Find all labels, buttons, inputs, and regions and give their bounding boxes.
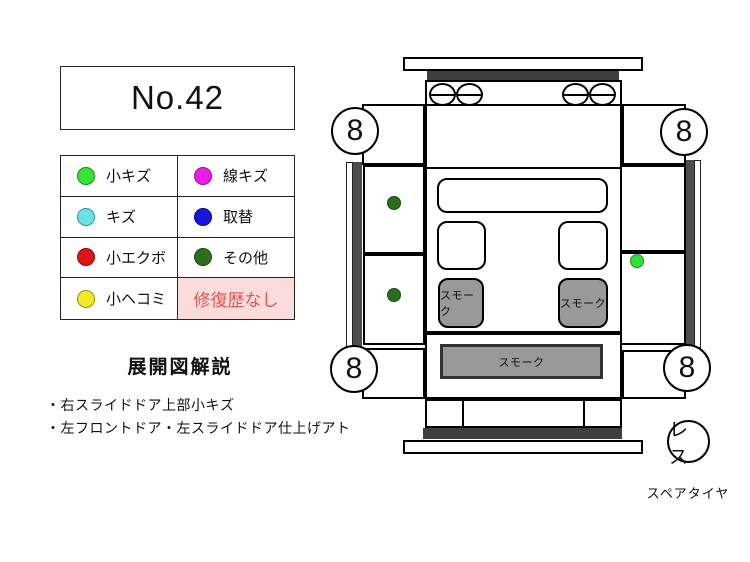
legend-item-scratch: キズ — [61, 196, 178, 238]
cyan-dot-icon — [77, 207, 95, 226]
legend-item-no-repair-history: 修復歴なし — [178, 278, 294, 319]
legend-item-small-dimple: 小エクボ — [61, 237, 178, 279]
tire-rear-left-rating: 8 — [330, 345, 378, 393]
windshield — [437, 178, 608, 213]
dark-green-dot-icon — [194, 248, 212, 267]
left-slide-door — [363, 254, 425, 345]
explanation-note: ・左フロントドア・左スライドドア仕上げアト — [46, 420, 351, 436]
rear-bumper — [403, 440, 643, 454]
explanation-notes: ・右スライドドア上部小キズ ・左フロントドア・左スライドドア仕上げアト — [46, 394, 366, 440]
smoke-label: スモーク — [560, 298, 606, 310]
left-front-door — [363, 165, 425, 254]
rear-panel-divider — [583, 401, 585, 426]
sheet-number-box: No.42 — [60, 66, 295, 130]
tire-rating-value: 8 — [345, 352, 363, 385]
headlight-icon — [562, 83, 589, 106]
legend-label: 線キズ — [223, 168, 269, 186]
right-slide-door — [620, 252, 686, 345]
rear-smoked-window: スモーク — [440, 344, 603, 379]
tire-rating-value: 8 — [675, 115, 693, 148]
green-dot-icon — [77, 166, 95, 185]
legend-item-line-scratch: 線キズ — [178, 156, 294, 197]
rear-left-smoked-window: スモーク — [438, 278, 484, 328]
legend-item-replaced: 取替 — [178, 197, 294, 238]
legend-item-small-scratch: 小キズ — [61, 156, 178, 197]
tire-rating-value: 8 — [346, 114, 364, 147]
legend-label: 小キズ — [106, 168, 152, 186]
smoke-label: スモーク — [440, 290, 475, 318]
front-right-window — [558, 221, 608, 270]
blue-dot-icon — [194, 207, 212, 226]
hood-panel — [425, 104, 622, 169]
legend-item-small-dent: 小ヘコミ — [61, 278, 178, 319]
legend-label: 小エクボ — [106, 249, 167, 267]
spare-tire-label: スペアタイヤ — [646, 486, 730, 501]
right-front-door — [620, 165, 686, 252]
magenta-dot-icon — [194, 166, 212, 185]
tire-rear-right-rating: 8 — [663, 344, 711, 392]
front-bumper — [403, 57, 643, 71]
rear-right-smoked-window: スモーク — [558, 278, 608, 328]
front-grille-trim — [427, 71, 619, 82]
left-rocker-outer — [346, 162, 353, 348]
red-dot-icon — [77, 248, 95, 267]
headlight-icon — [589, 83, 616, 106]
tire-front-right-rating: 8 — [660, 108, 708, 156]
tire-rating-value: 8 — [678, 351, 696, 384]
smoke-label: スモーク — [498, 356, 545, 369]
headlight-panel — [425, 80, 622, 106]
headlight-icon — [456, 83, 483, 106]
legend-label: 修復歴なし — [193, 291, 279, 311]
rear-trim — [423, 428, 622, 439]
legend-label: キズ — [106, 209, 137, 227]
legend-label: その他 — [223, 249, 269, 267]
less-badge-label: レス — [669, 419, 690, 468]
sheet-number: No.42 — [130, 79, 225, 116]
legend-label: 取替 — [223, 209, 254, 227]
tire-front-left-rating: 8 — [331, 107, 379, 155]
legend-label: 小ヘコミ — [106, 291, 167, 309]
legend-item-other: その他 — [178, 238, 294, 279]
left-rocker-trim — [353, 162, 362, 348]
rear-lower-panel — [425, 399, 622, 428]
explanation-note: ・右スライドドア上部小キズ — [46, 397, 235, 413]
yellow-dot-icon — [77, 289, 95, 308]
rear-panel-divider — [462, 401, 464, 426]
right-rocker-trim — [686, 160, 694, 348]
spare-tire-less-badge: レス — [667, 420, 710, 468]
front-left-window — [437, 221, 486, 270]
damage-legend-table: 小キズ 線キズ キズ 取替 小エクボ その他 小ヘコミ 修復歴なし — [60, 155, 295, 320]
right-rocker-outer — [694, 160, 701, 348]
headlight-icon — [429, 83, 456, 106]
explanation-title: 展開図解説 — [127, 357, 233, 378]
